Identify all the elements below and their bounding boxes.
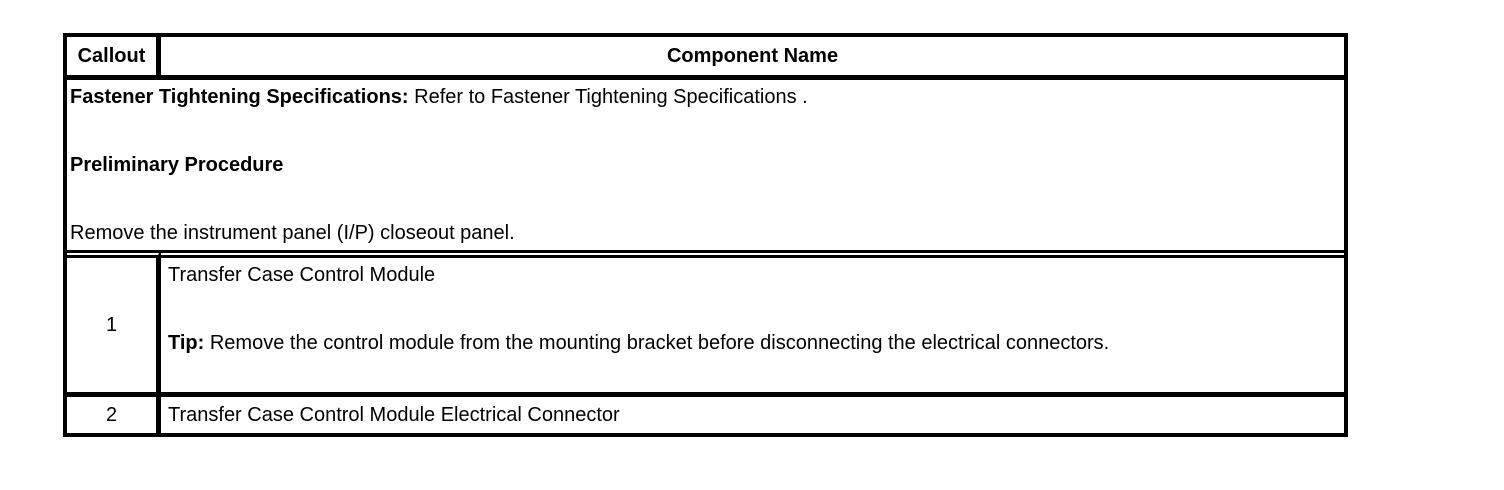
callout-header-label: Callout	[77, 45, 146, 67]
tip-line: Tip: Remove the control module from the …	[168, 326, 1344, 360]
blank-line	[168, 292, 1344, 326]
table-header-callout: Callout	[67, 37, 161, 80]
fastener-spec-line: Fastener Tightening Specifications: Refe…	[70, 80, 1344, 114]
blank-line	[70, 182, 1344, 216]
preliminary-step-text: Remove the instrument panel (I/P) closeo…	[70, 222, 515, 244]
preliminary-procedure-heading-line: Preliminary Procedure	[70, 148, 1344, 182]
callout-number-cell-2: 2	[67, 392, 161, 433]
component-name-header-label: Component Name	[666, 45, 839, 67]
component-name-line: Transfer Case Control Module	[168, 258, 1344, 292]
callout-number-1: 1	[105, 314, 118, 336]
fastener-spec-heading: Fastener Tightening Specifications:	[70, 86, 409, 108]
preliminary-procedure-heading: Preliminary Procedure	[70, 154, 284, 176]
preliminary-step-line: Remove the instrument panel (I/P) closeo…	[70, 216, 1344, 250]
callout-number-2: 2	[105, 404, 118, 426]
component-cell-2: Transfer Case Control Module Electrical …	[161, 392, 1344, 433]
component-cell-1: Transfer Case Control Module Tip: Remove…	[161, 250, 1344, 392]
table-header-component-name: Component Name	[161, 37, 1344, 80]
preamble-cell: Fastener Tightening Specifications: Refe…	[67, 80, 1344, 250]
component-name-text-2: Transfer Case Control Module Electrical …	[168, 404, 620, 426]
component-name-text-1: Transfer Case Control Module	[168, 264, 436, 286]
callout-number-cell-1: 1	[67, 250, 161, 392]
parts-callout-table: Callout Component Name Fastener Tighteni…	[63, 33, 1348, 437]
fastener-spec-text: Refer to Fastener Tightening Specificati…	[414, 86, 808, 108]
blank-line	[70, 114, 1344, 148]
tip-label: Tip:	[168, 332, 205, 354]
tip-text: Remove the control module from the mount…	[209, 332, 1110, 354]
